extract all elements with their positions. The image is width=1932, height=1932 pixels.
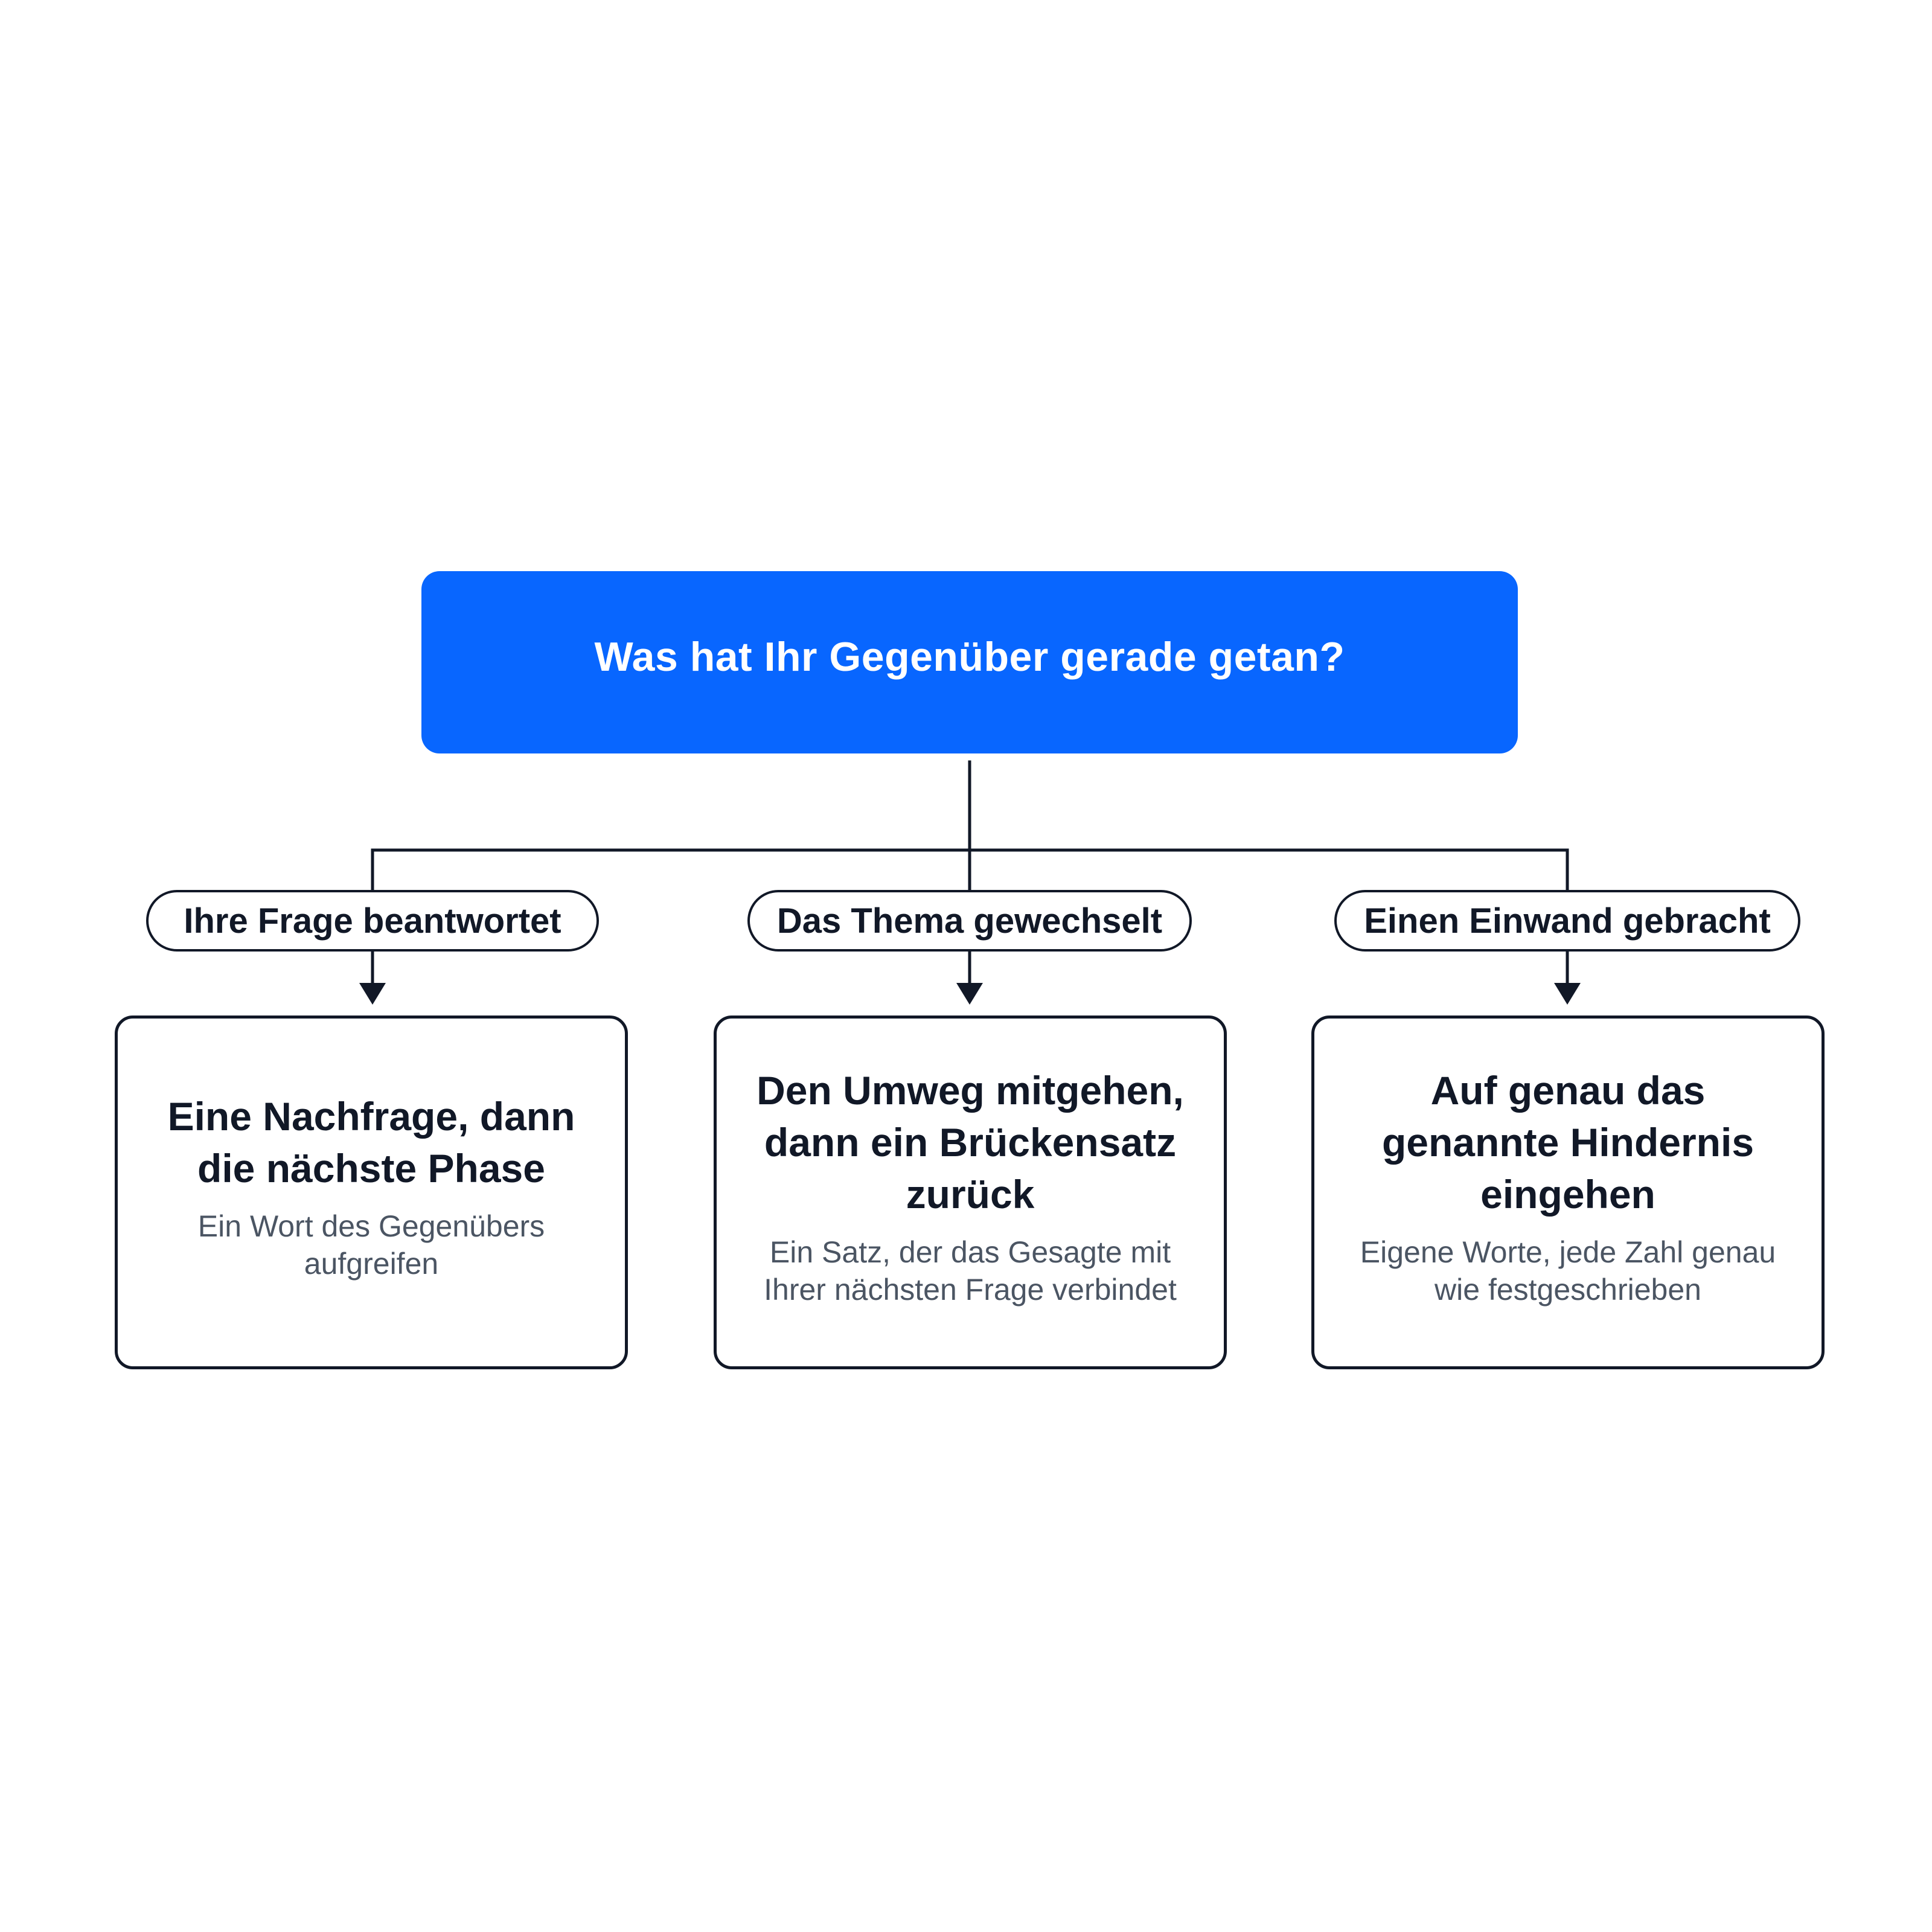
result-box-topic-changed: Den Umweg mitgehen, dann ein Brückensatz…: [714, 1016, 1227, 1369]
result-box-objection: Auf genau das genannte Hindernis eingehe…: [1311, 1016, 1825, 1369]
result-title: Auf genau das genannte Hindernis eingehe…: [1381, 1068, 1754, 1217]
branch-label-answered: Ihre Frage beantwortet: [146, 890, 599, 952]
branch-1-arrowhead: [359, 983, 386, 1005]
root-question-box: Was hat Ihr Gegenüber gerade getan?: [421, 571, 1518, 753]
result-title: Den Umweg mitgehen, dann ein Brückensatz…: [756, 1068, 1184, 1217]
connector-group: [371, 760, 1569, 986]
branch-label-topic-changed: Das Thema gewechselt: [747, 890, 1192, 952]
branch-3-arrowhead: [1554, 983, 1581, 1005]
branch-2-arrowhead: [956, 983, 983, 1005]
result-subtitle: Eigene Worte, jede Zahl genau wie festge…: [1360, 1235, 1776, 1307]
arrowhead-group: [359, 983, 1581, 1005]
result-subtitle: Ein Satz, der das Gesagte mit Ihrer näch…: [764, 1235, 1177, 1307]
result-box-answered: Eine Nachfrage, dann die nächste Phase E…: [115, 1016, 628, 1369]
root-question-title: Was hat Ihr Gegenüber gerade getan?: [594, 634, 1345, 680]
branch-label-objection: Einen Einwand gebracht: [1334, 890, 1800, 952]
result-subtitle: Ein Wort des Gegenübers aufgreifen: [197, 1209, 545, 1281]
result-title: Eine Nachfrage, dann die nächste Phase: [167, 1094, 575, 1191]
